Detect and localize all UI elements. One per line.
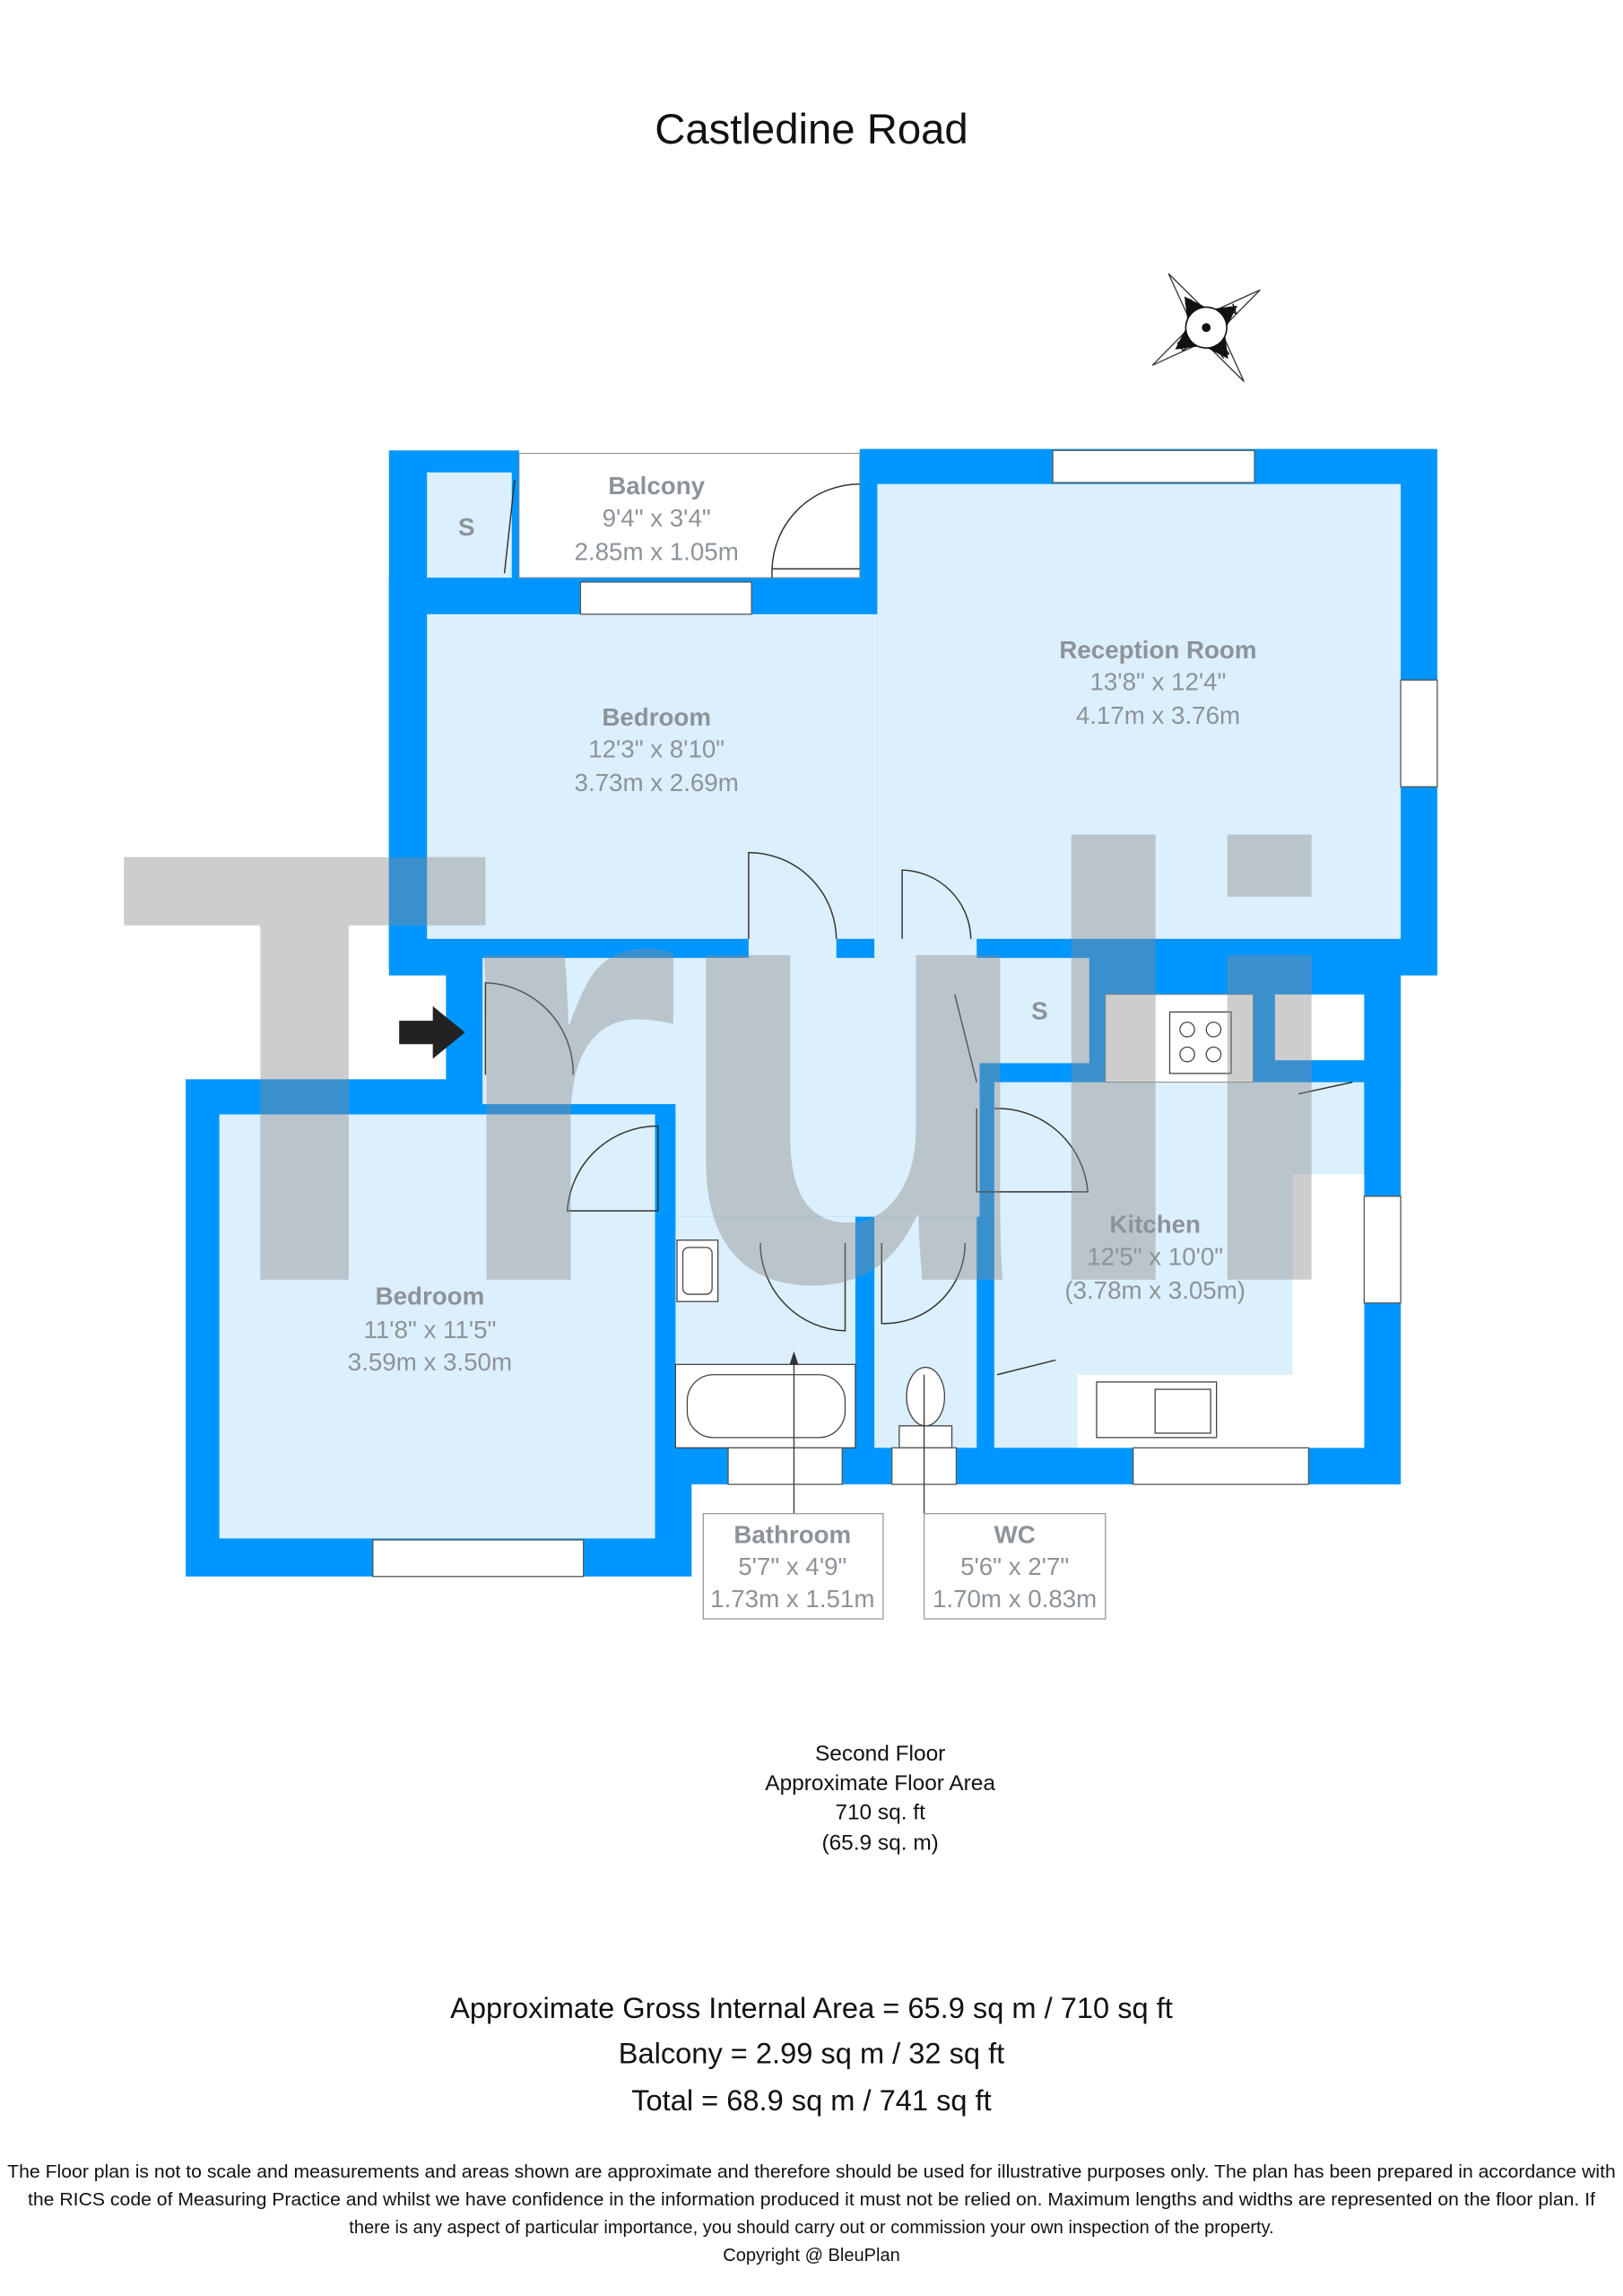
bath-icon <box>674 1363 856 1448</box>
room-labels: S S Balcony 9'4" x 3'4" 2.85m x 1.05m Be… <box>348 472 1257 1620</box>
floor-area-sqft: 710 sq. ft <box>835 1800 925 1824</box>
bedroom2-metric: 3.59m x 3.50m <box>348 1348 512 1376</box>
worktop <box>1105 994 1254 1083</box>
worktop-side <box>1292 1174 1365 1375</box>
wc-metric: 1.70m x 0.83m <box>933 1585 1097 1613</box>
disclaimer-line: the RICS code of Measuring Practice and … <box>28 2190 1595 2210</box>
disclaimer: The Floor plan is not to scale and measu… <box>7 2162 1616 2266</box>
kitchen-name: Kitchen <box>1109 1211 1201 1239</box>
bedroom1-metric: 3.73m x 2.69m <box>575 769 739 796</box>
entrance-arrow-icon <box>399 1005 465 1059</box>
balcony-imperial: 9'4" x 3'4" <box>603 504 711 532</box>
balcony-name: Balcony <box>608 472 705 500</box>
sink-icon <box>1096 1381 1218 1439</box>
store-label: S <box>458 513 474 541</box>
bedroom1-name: Bedroom <box>602 703 711 731</box>
kitchen-metric: (3.78m x 3.05m) <box>1064 1276 1245 1304</box>
store-label: S <box>1031 997 1047 1025</box>
disclaimer-line: there is any aspect of particular import… <box>349 2218 1273 2238</box>
floor-area-label: Approximate Floor Area <box>765 1771 995 1796</box>
doors <box>484 479 1353 1376</box>
bathroom-name: Bathroom <box>733 1520 851 1548</box>
disclaimer-line: The Floor plan is not to scale and measu… <box>7 2162 1616 2182</box>
wc-name: WC <box>994 1520 1036 1548</box>
floor-name: Second Floor <box>815 1742 945 1766</box>
balcony-area-total: Balcony = 2.99 sq m / 32 sq ft <box>619 2037 1005 2070</box>
cupboard <box>1274 994 1365 1061</box>
bathroom-metric: 1.73m x 1.51m <box>710 1585 874 1613</box>
watermark-logo: Truli <box>117 725 1340 1411</box>
reception-metric: 4.17m x 3.76m <box>1076 701 1240 729</box>
copyright: Copyright @ BleuPlan <box>723 2246 900 2266</box>
floor-summary: Second Floor Approximate Floor Area 710 … <box>765 1742 995 1855</box>
floor-area-sqm: (65.9 sq. m) <box>821 1831 938 1856</box>
wc-imperial: 5'6" x 2'7" <box>960 1552 1069 1580</box>
total-area: Total = 68.9 sq m / 741 sq ft <box>631 2083 992 2117</box>
compass-icon: S W N E <box>1151 273 1261 382</box>
reception-name: Reception Room <box>1059 636 1256 664</box>
windows <box>372 449 1438 1578</box>
hob-icon <box>1168 1011 1232 1074</box>
kitchen-imperial: 12'5" x 10'0" <box>1087 1242 1223 1270</box>
bedroom2-name: Bedroom <box>376 1282 485 1309</box>
basin-icon <box>676 1239 719 1302</box>
page-title: Castledine Road <box>655 106 968 153</box>
bedroom1-imperial: 12'3" x 8'10" <box>588 735 725 763</box>
bedroom2-imperial: 11'8" x 11'5" <box>364 1316 497 1344</box>
gross-area: Approximate Gross Internal Area = 65.9 s… <box>450 1991 1173 2024</box>
worktop-bottom <box>1077 1374 1365 1448</box>
toilet-icon <box>898 1366 953 1448</box>
bathroom-imperial: 5'7" x 4'9" <box>738 1552 846 1580</box>
balcony-metric: 2.85m x 1.05m <box>575 538 739 566</box>
balcony-area <box>518 452 861 578</box>
reception-imperial: 13'8" x 12'4" <box>1089 668 1226 696</box>
area-totals: Approximate Gross Internal Area = 65.9 s… <box>450 1991 1173 2117</box>
